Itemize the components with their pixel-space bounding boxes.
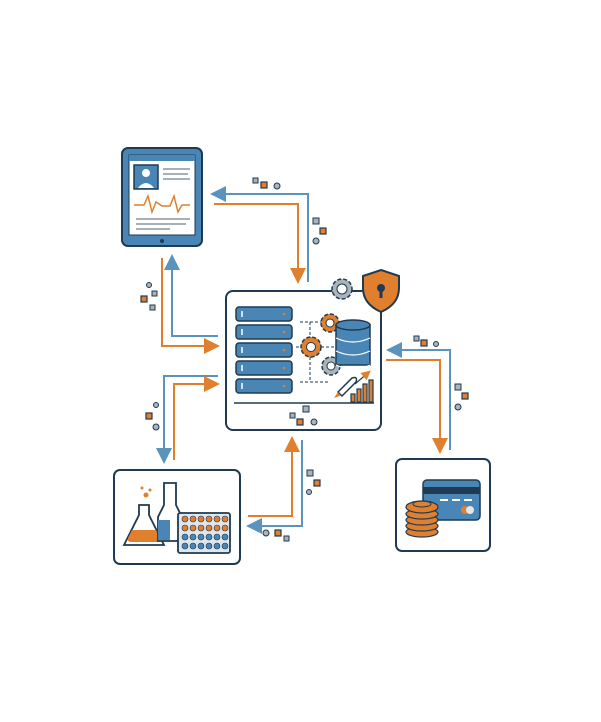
well — [205, 542, 213, 550]
well — [197, 524, 205, 532]
rocket-icon — [334, 370, 371, 398]
tablet-record-icon — [121, 147, 203, 247]
well — [197, 533, 205, 541]
well — [189, 533, 197, 541]
coin-stack-icon — [405, 500, 439, 538]
well — [213, 524, 221, 532]
well — [181, 524, 189, 532]
well — [189, 515, 197, 523]
well — [181, 533, 189, 541]
shield-lock-icon — [362, 268, 400, 314]
well — [213, 542, 221, 550]
flow-arrows — [156, 186, 451, 534]
well — [181, 542, 189, 550]
well-plate-icon — [177, 512, 231, 554]
central-server-panel — [225, 268, 400, 431]
well — [189, 542, 197, 550]
well — [221, 542, 229, 550]
data-particles — [140, 177, 469, 542]
server-rack-icon — [235, 306, 293, 394]
credit-card-icon — [422, 479, 481, 521]
gear-icon — [300, 278, 353, 376]
well — [221, 515, 229, 523]
well — [181, 515, 189, 523]
database-icon — [335, 319, 371, 370]
payment-panel — [395, 458, 491, 552]
well — [213, 533, 221, 541]
well — [221, 533, 229, 541]
well — [197, 542, 205, 550]
well — [189, 524, 197, 532]
well — [205, 515, 213, 523]
well — [205, 533, 213, 541]
well — [213, 515, 221, 523]
lab-panel — [113, 469, 241, 565]
well — [221, 524, 229, 532]
well — [197, 515, 205, 523]
well — [205, 524, 213, 532]
bar-chart-icon — [350, 379, 374, 403]
